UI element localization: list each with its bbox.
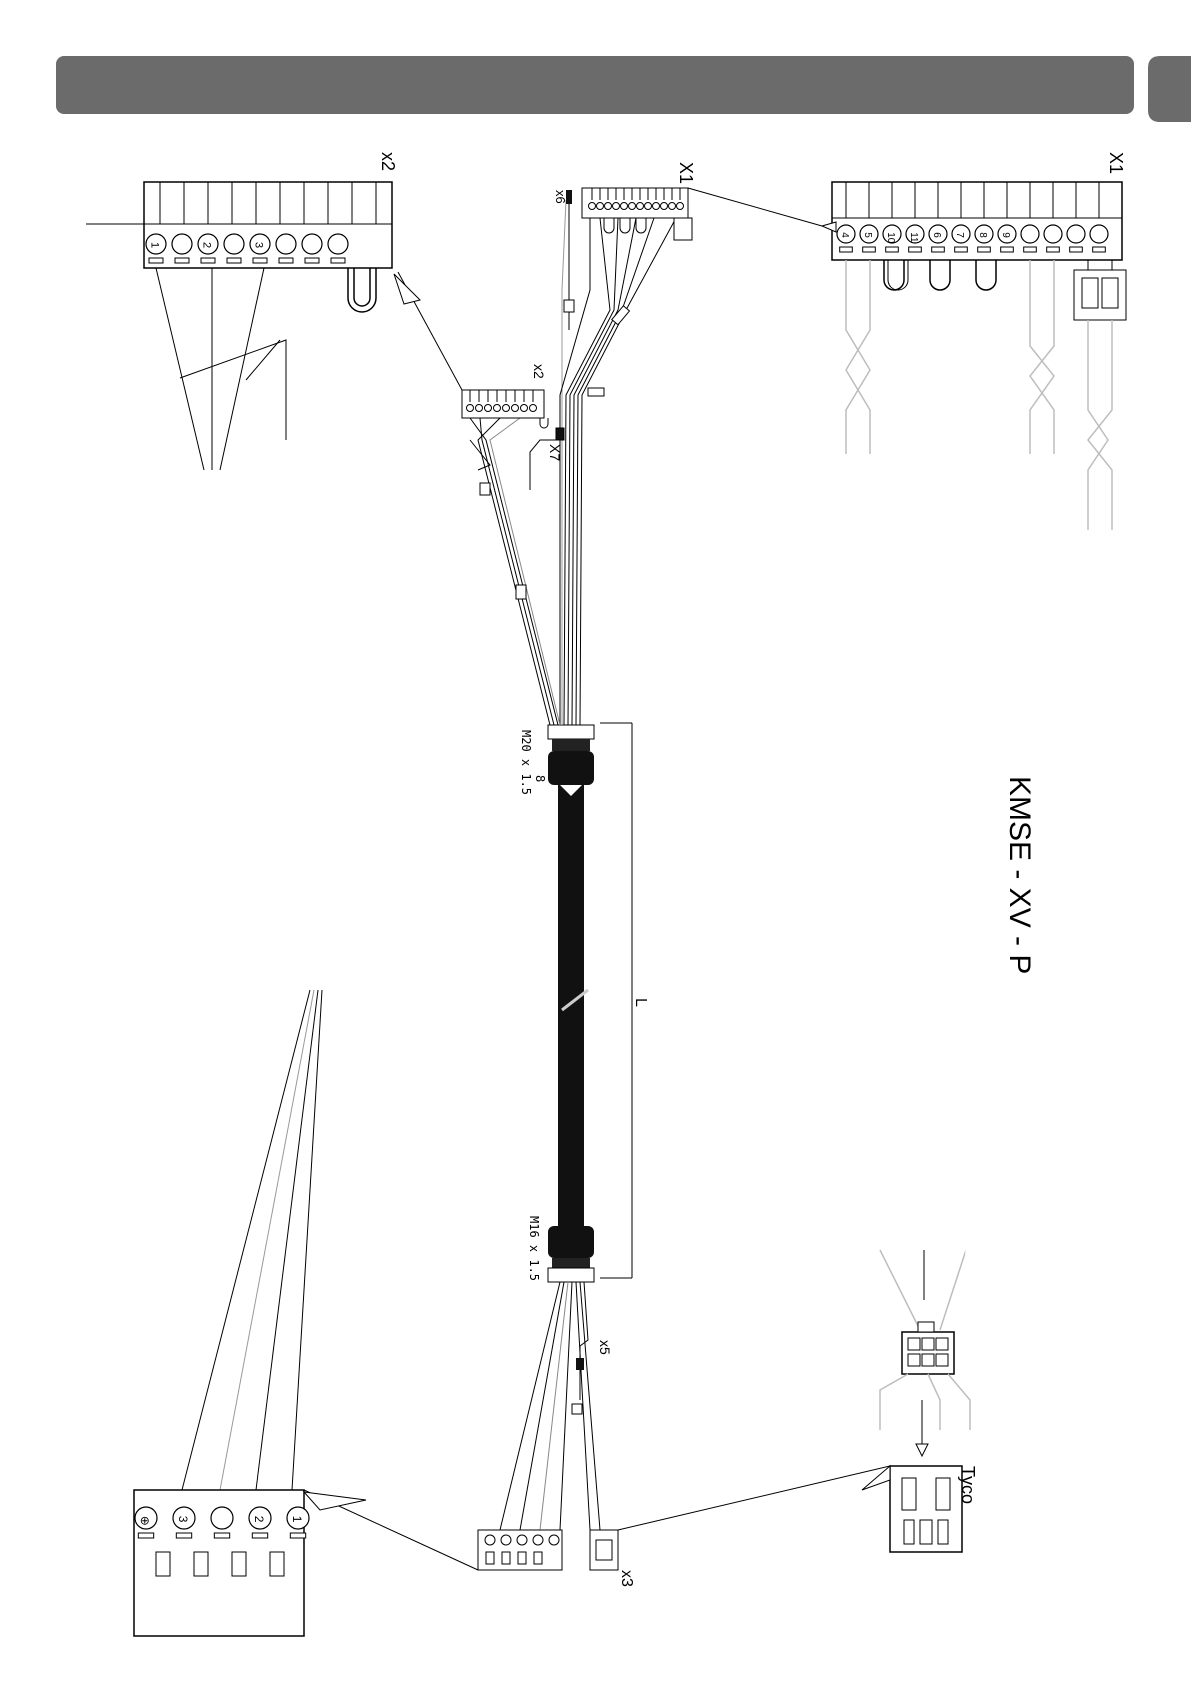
x1-detail-pin-slot: [1093, 247, 1106, 252]
x1-detail-pin-slot: [1047, 247, 1060, 252]
x2-connector-detail: 1 2 3: [144, 182, 392, 312]
x1-detail-pointer: [822, 222, 836, 232]
x1-leader-line: [688, 188, 822, 226]
x1-detail-pin-slot: [932, 247, 945, 252]
x2-detail-pin: [172, 234, 192, 254]
x2-detail-pin-slot: [279, 258, 293, 263]
x7-label: X7: [547, 444, 563, 461]
tyco-connector-detail: [862, 1250, 970, 1552]
x2-detail-pin: [302, 234, 322, 254]
terminal-detail-pin: [211, 1507, 233, 1529]
x1-detail-pin: [1044, 225, 1062, 243]
x1-detail-pin-slot: [909, 247, 922, 252]
x1-detail-pin-label: 10: [885, 232, 896, 244]
x1-detail-pin-slot: [1070, 247, 1083, 252]
x1-detail-pin-label: 5: [862, 232, 873, 238]
x2-detail-pin-slot: [201, 258, 215, 263]
x2-detail-pin-label: 3: [253, 242, 265, 248]
x2-detail-pin-slot: [175, 258, 189, 263]
cable-gland-m20: [548, 725, 594, 796]
x1-connector-main: [582, 188, 692, 240]
x2-detail-pin-slot: [253, 258, 267, 263]
main-cable: [558, 723, 632, 1278]
x1-detail-pin-label: 8: [977, 232, 988, 238]
x1-detail-pin-slot: [840, 247, 853, 252]
x6-label: x6: [553, 190, 568, 204]
x1-detail-pin: [1021, 225, 1039, 243]
terminal-block-main: [478, 1530, 562, 1570]
gland-m20-size-label: 8: [533, 775, 547, 782]
x2-detail-pin-slot: [305, 258, 319, 263]
x1-detail-pin: [1090, 225, 1108, 243]
x3-leader-line: [618, 1466, 890, 1530]
x1-connector-detail: 4 5 10 11 6 7 8 9: [832, 182, 1126, 320]
x1-detail-pin: [1067, 225, 1085, 243]
terminal-detail-pin-slot: [252, 1533, 267, 1538]
x1-detail-pin-label: 6: [931, 232, 942, 238]
terminal-detail-pin-slot: [290, 1533, 305, 1538]
terminal-detail-pin-slot: [138, 1533, 153, 1538]
tyco-label: Tyco: [958, 1466, 978, 1504]
x2-detail-pin: [328, 234, 348, 254]
x2-detail-pin-label: 1: [149, 242, 161, 248]
x1-detail-pin-slot: [978, 247, 991, 252]
x2-detail-pin: [224, 234, 244, 254]
terminal-block-detail: ⊕ 3 2 1: [134, 990, 322, 1636]
x2-detail-pin-slot: [227, 258, 241, 263]
x2-connector-main: [462, 390, 548, 470]
x1-detail-wires: [846, 260, 1112, 530]
x2-detail-pointer: [394, 274, 420, 304]
cable-gland-m16: [548, 1226, 594, 1282]
gland-m16-label: M16 x 1.5: [527, 1216, 541, 1281]
wires-bottom: [500, 1282, 600, 1530]
terminal-detail-pin-slot: [176, 1533, 191, 1538]
terminal-detail-pin-label: 2: [252, 1516, 266, 1523]
x1-detail-pin-slot: [1001, 247, 1014, 252]
x2-detail-pin: [276, 234, 296, 254]
diagram-title: KMSE - XV - P: [1003, 776, 1036, 974]
header-tab: [1148, 56, 1191, 122]
x1-detail-pin-slot: [1024, 247, 1037, 252]
x2-detail-pin-label: 2: [201, 242, 213, 248]
x3-connector-main: [590, 1530, 618, 1570]
wires-to-x2: [470, 418, 560, 725]
x1-detail-pin-label: 9: [1000, 232, 1011, 238]
x1-detail-pin-label: 7: [954, 232, 965, 238]
length-dimension-label: L: [632, 998, 649, 1007]
x1-detail-pin-slot: [955, 247, 968, 252]
terminal-detail-pointer: [304, 1492, 366, 1510]
x1-detail-pin-slot: [863, 247, 876, 252]
x2-main-label: x2: [531, 364, 547, 379]
header-bar: [56, 56, 1134, 114]
x1-detail-label: X1: [1106, 152, 1126, 174]
x2-detail-label: x2: [378, 152, 398, 171]
x3-label: x3: [618, 1570, 635, 1587]
x2-detail-pin-slot: [331, 258, 345, 263]
x1-detail-pin-label: 11: [908, 232, 919, 243]
gland-m20-label: M20 x 1.5: [519, 730, 533, 795]
wires-to-x1: [560, 200, 676, 725]
x1-main-label: X1: [676, 162, 696, 184]
terminal-detail-pin-slot: [214, 1533, 229, 1538]
x1-detail-pin-slot: [886, 247, 899, 252]
terminal-detail-pin-label: 1: [290, 1516, 304, 1523]
x5-label: x5: [597, 1340, 613, 1355]
x1-detail-pin-label: 4: [839, 232, 850, 238]
terminal-detail-pin-label: 3: [176, 1516, 190, 1523]
x2-detail-pin-slot: [149, 258, 163, 263]
terminal-detail-pin-label: ⊕: [138, 1516, 152, 1526]
